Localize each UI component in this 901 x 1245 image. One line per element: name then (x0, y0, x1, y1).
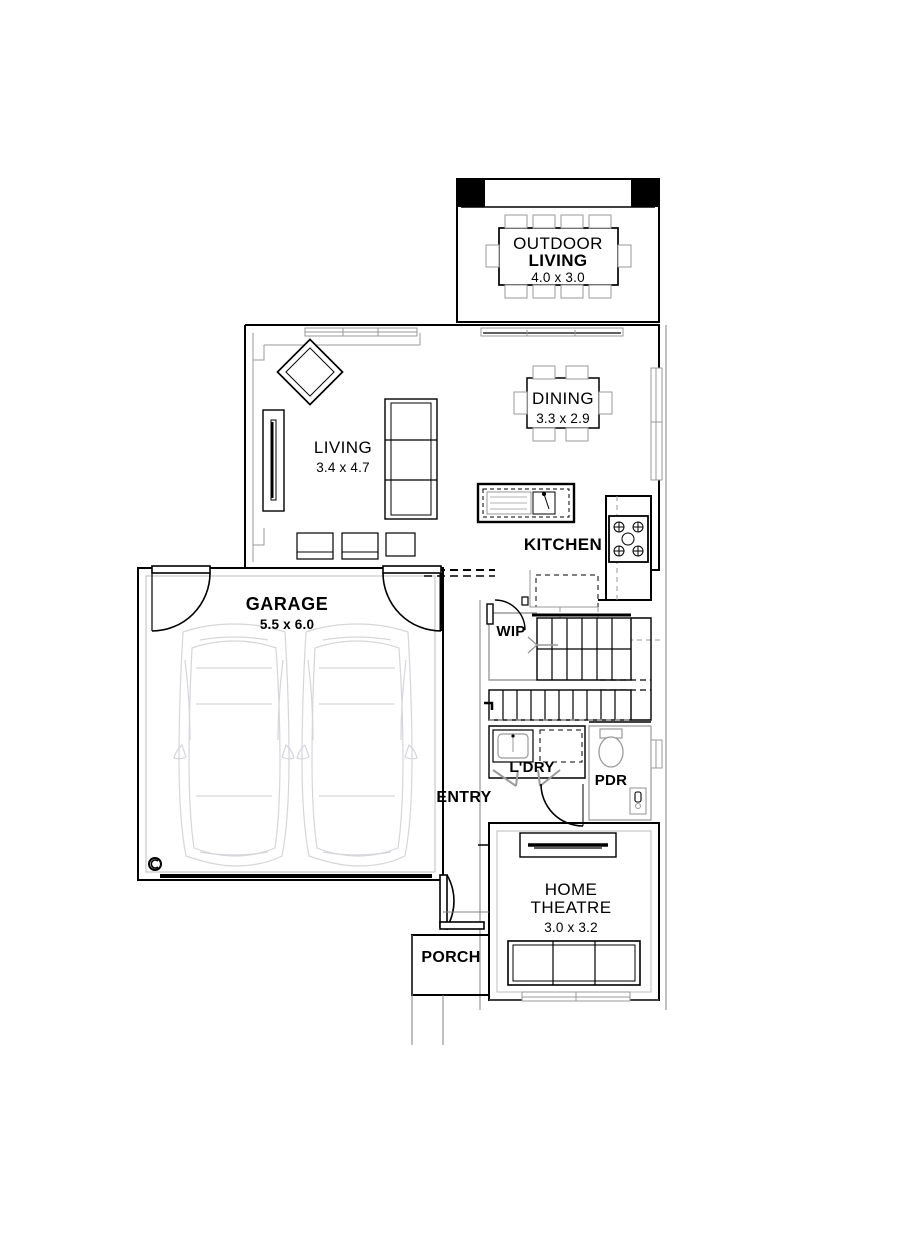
pdr-toilet (598, 728, 624, 768)
laundry-entry-door (540, 783, 584, 827)
room-label-living: LIVING (313, 438, 373, 457)
room-label-garage: GARAGE (245, 594, 329, 614)
room-dim-garage: 5.5 x 6.0 (259, 617, 315, 632)
outdoor-living-structure (456, 178, 660, 323)
pillar-right (631, 179, 659, 207)
garage-door-top-left (151, 565, 211, 632)
room-label-wip: WIP (496, 623, 526, 640)
living-tv-unit (262, 409, 285, 512)
garage-car-right (296, 623, 418, 867)
room-dim-dining: 3.3 x 2.9 (536, 411, 590, 426)
room-dim-home-theatre: 3.0 x 3.2 (544, 920, 598, 935)
front-door (439, 874, 485, 930)
room-label-dining: DINING (532, 389, 594, 408)
living-coffee-tables (296, 532, 416, 560)
sliding-doors-top (304, 327, 624, 337)
room-dim-living: 3.4 x 4.7 (316, 460, 370, 475)
kitchen-island (476, 482, 576, 524)
theatre-window (521, 991, 631, 1002)
kitchen-pantry-recess (529, 570, 660, 641)
theatre-tv-unit (519, 832, 617, 858)
theatre-sofa (507, 940, 641, 986)
wip-walls (486, 596, 537, 681)
room-label-home-theatre-line1: HOME (544, 880, 598, 899)
dining-table (513, 365, 613, 442)
pdr-basin (629, 787, 647, 815)
outdoor-dining-table (485, 214, 632, 299)
garage-car-left (173, 623, 295, 867)
room-label-home-theatre-line2: THEATRE (530, 898, 612, 917)
room-label-outdoor-living-line2: LIVING (528, 251, 588, 270)
powder-room (588, 721, 663, 821)
room-label-porch: PORCH (421, 949, 481, 966)
living-armchair (276, 338, 344, 406)
laundry (488, 725, 586, 787)
garage-door-top-right (382, 565, 443, 632)
staircase (484, 613, 652, 721)
room-label-outdoor-living-line1: OUTDOOR (513, 234, 603, 253)
dining-window (650, 367, 663, 481)
pillar-left (457, 179, 485, 207)
room-dim-outdoor-living: 4.0 x 3.0 (531, 270, 585, 285)
room-label-powder-room: PDR (594, 772, 628, 789)
room-label-entry: ENTRY (436, 789, 492, 806)
room-label-kitchen: KITCHEN (523, 535, 603, 554)
room-label-laundry: L'DRY (509, 759, 555, 776)
copyright-mark (148, 857, 162, 871)
living-sofa (384, 398, 438, 520)
kitchen-cooktop (608, 515, 649, 563)
